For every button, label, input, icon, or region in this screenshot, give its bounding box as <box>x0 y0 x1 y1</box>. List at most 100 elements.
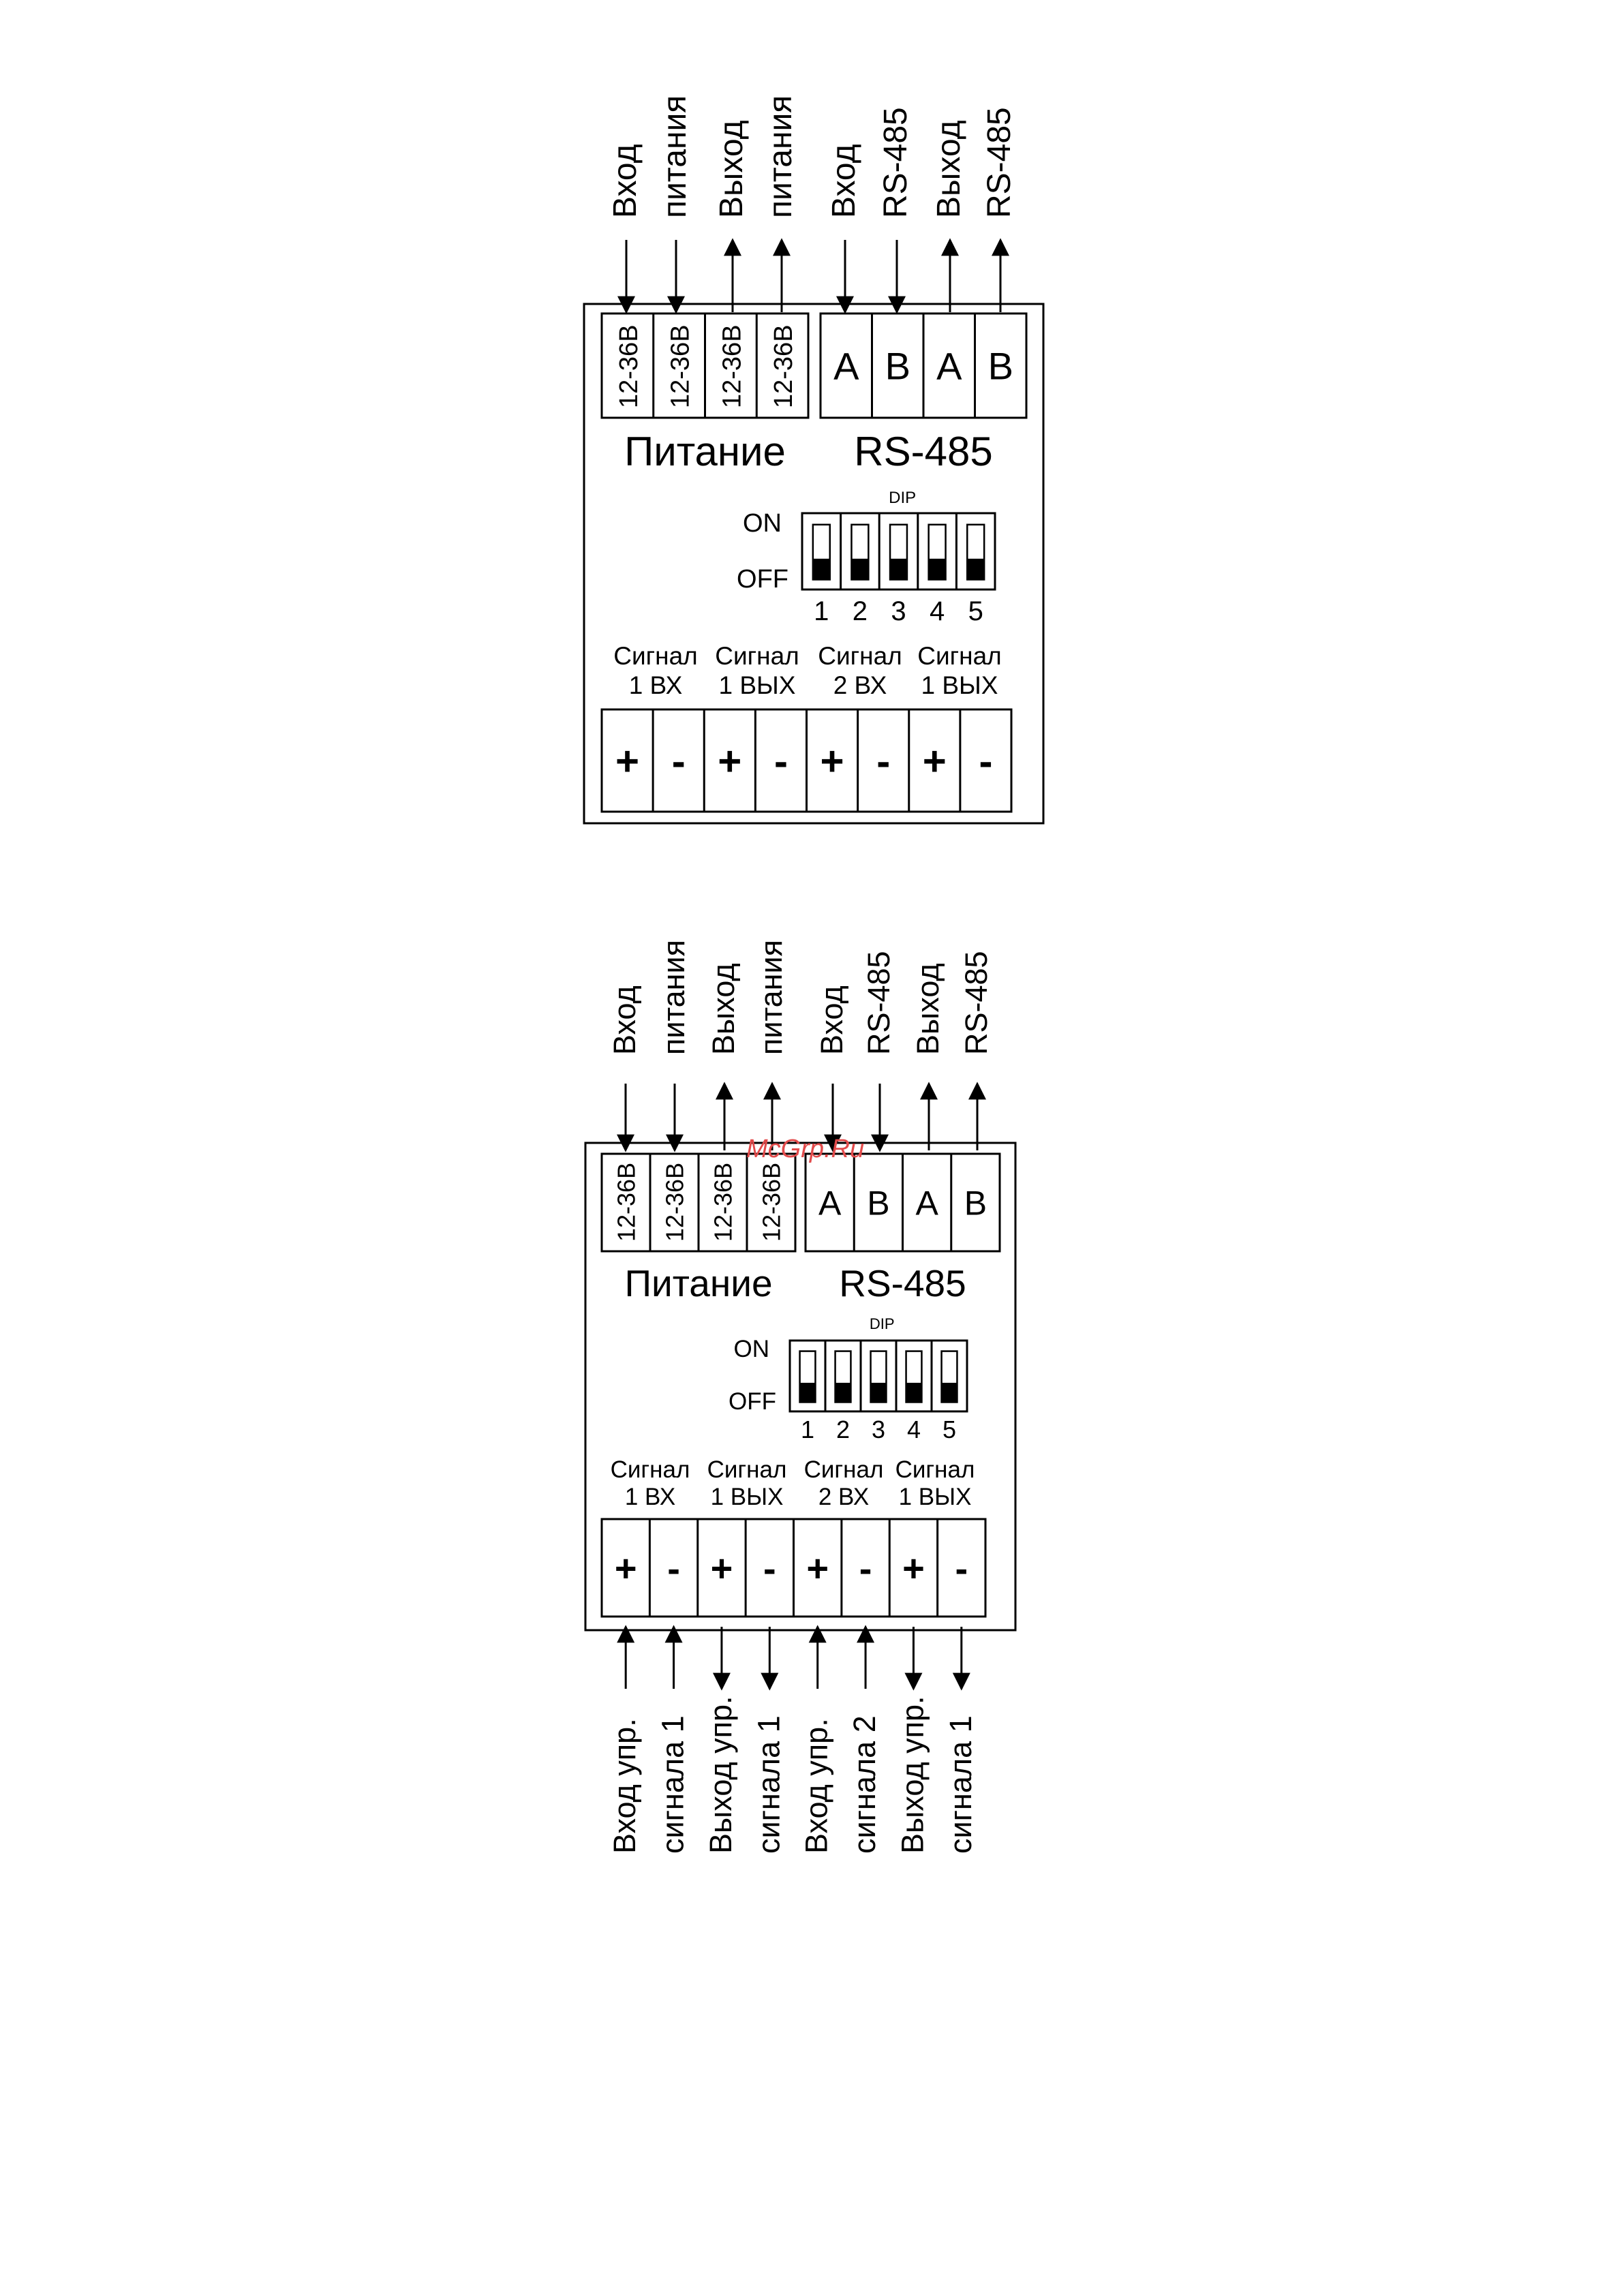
top-label-line2: питания <box>754 940 788 1055</box>
bottom-label-line1: Вход упр. <box>607 1718 642 1854</box>
signal-header-line2: 1 ВЫХ <box>921 671 998 699</box>
housing-outline <box>583 303 1045 825</box>
top-label-line1: Выход <box>706 963 741 1055</box>
dip-number: 1 <box>814 596 829 626</box>
signal-terminal-symbol: + <box>711 1547 733 1590</box>
dip-number: 5 <box>968 596 983 626</box>
dip-number: 3 <box>891 596 906 626</box>
dip-number: 4 <box>907 1415 921 1443</box>
bottom-label-line2: сигнала 1 <box>751 1715 786 1854</box>
rs485-terminal-label: A <box>936 345 962 388</box>
rs485-section-title: RS-485 <box>854 429 992 474</box>
power-terminal-label: 12-36В <box>709 1163 737 1242</box>
power-terminal-label: 12-36В <box>758 1163 786 1242</box>
power-section-title: Питание <box>624 429 786 474</box>
watermark-text: McGrp.Ru <box>746 1135 864 1163</box>
rs485-terminal-label: A <box>915 1184 938 1223</box>
signal-terminal-symbol: + <box>615 1547 637 1590</box>
power-terminal-label: 12-36В <box>615 324 643 408</box>
signal-terminal-symbol: + <box>806 1547 829 1590</box>
dip-number: 1 <box>801 1415 814 1443</box>
signal-header-line2: 1 ВХ <box>629 671 683 699</box>
bottom-label-line2: сигнала 2 <box>847 1715 882 1854</box>
dip-knob-off <box>941 1383 957 1403</box>
top-label-line1: Вход <box>814 985 849 1055</box>
rs485-terminal-label: A <box>833 345 859 388</box>
signal-terminal-symbol: + <box>923 739 947 784</box>
dip-knob-off <box>890 558 907 580</box>
signal-header-line1: Сигнал <box>715 642 799 670</box>
power-terminal-label: 12-36В <box>613 1163 641 1242</box>
signal-header-line1: Сигнал <box>895 1456 975 1483</box>
dip-title: DIP <box>870 1315 895 1332</box>
dip-off-label: OFF <box>729 1388 776 1415</box>
signal-terminal-symbol: - <box>876 739 890 784</box>
signal-header-line2: 1 ВХ <box>625 1484 675 1510</box>
top-label-line1: Выход <box>910 963 945 1055</box>
dip-switch-body <box>788 1339 968 1413</box>
dip-knob-off <box>799 1383 816 1403</box>
top-label-line1: Вход <box>826 144 862 218</box>
signal-terminal-symbol: - <box>763 1547 776 1590</box>
top-label-line2: питания <box>657 95 693 218</box>
signal-terminal-symbol: - <box>672 739 686 784</box>
top-label-line1: Вход <box>607 985 642 1055</box>
signal-header-line1: Сигнал <box>707 1456 787 1483</box>
signal-header-line2: 1 ВЫХ <box>899 1484 972 1510</box>
signal-terminal-symbol: + <box>718 739 741 784</box>
rs485-terminal-label: B <box>867 1184 889 1223</box>
dip-number: 3 <box>872 1415 885 1443</box>
top-label-line1: Выход <box>931 120 967 218</box>
housing-outline <box>584 1142 1017 1632</box>
dip-title: DIP <box>889 489 916 507</box>
top-label-line2: RS-485 <box>861 951 896 1055</box>
top-label-line1: Вход <box>607 144 643 218</box>
top-label-line2: RS-485 <box>878 107 914 218</box>
dip-number: 5 <box>943 1415 956 1443</box>
dip-knob-off <box>851 558 869 580</box>
dip-off-label: OFF <box>737 565 788 594</box>
signal-header-line2: 1 ВЫХ <box>711 1484 784 1510</box>
top-label-line2: RS-485 <box>981 107 1017 218</box>
power-terminal-label: 12-36В <box>667 324 695 408</box>
top-label-line2: питания <box>763 95 799 218</box>
bottom-label-line2: сигнала 1 <box>656 1715 690 1854</box>
signal-header-line2: 2 ВХ <box>818 1484 869 1510</box>
signal-header-line1: Сигнал <box>804 1456 884 1483</box>
dip-number: 4 <box>930 596 945 626</box>
dip-knob-off <box>812 558 830 580</box>
dip-on-label: ON <box>734 1336 770 1362</box>
power-terminal-label: 12-36В <box>661 1163 689 1242</box>
rs485-terminal-label: B <box>988 345 1013 388</box>
top-label-line2: RS-485 <box>959 951 994 1055</box>
signal-header-line1: Сигнал <box>818 642 902 670</box>
bottom-label-line2: сигнала 1 <box>943 1715 978 1854</box>
signal-terminal-symbol: - <box>774 739 788 784</box>
dip-knob-off <box>835 1383 851 1403</box>
dip-knob-off <box>928 558 946 580</box>
power-section-title: Питание <box>624 1262 772 1304</box>
signal-header-line1: Сигнал <box>613 642 697 670</box>
power-terminal-label: 12-36В <box>769 324 798 408</box>
signal-terminal-symbol: - <box>859 1547 872 1590</box>
dip-on-label: ON <box>743 509 782 538</box>
top-label-line1: Выход <box>714 120 750 218</box>
signal-terminal-symbol: - <box>667 1547 680 1590</box>
dip-number: 2 <box>853 596 868 626</box>
signal-header-line1: Сигнал <box>611 1456 690 1483</box>
rs485-section-title: RS-485 <box>839 1262 966 1304</box>
power-terminal-label: 12-36В <box>718 324 746 408</box>
rs485-terminal-label: B <box>964 1184 987 1223</box>
top-label-line2: питания <box>656 940 691 1055</box>
signal-terminal-symbol: + <box>821 739 844 784</box>
signal-header-line2: 1 ВЫХ <box>719 671 796 699</box>
rs485-terminal-label: A <box>818 1184 842 1223</box>
signal-header-line1: Сигнал <box>917 642 1001 670</box>
signal-terminal-symbol: + <box>615 739 639 784</box>
signal-terminal-symbol: - <box>955 1547 968 1590</box>
dip-number: 2 <box>836 1415 850 1443</box>
signal-header-line2: 2 ВХ <box>833 671 887 699</box>
